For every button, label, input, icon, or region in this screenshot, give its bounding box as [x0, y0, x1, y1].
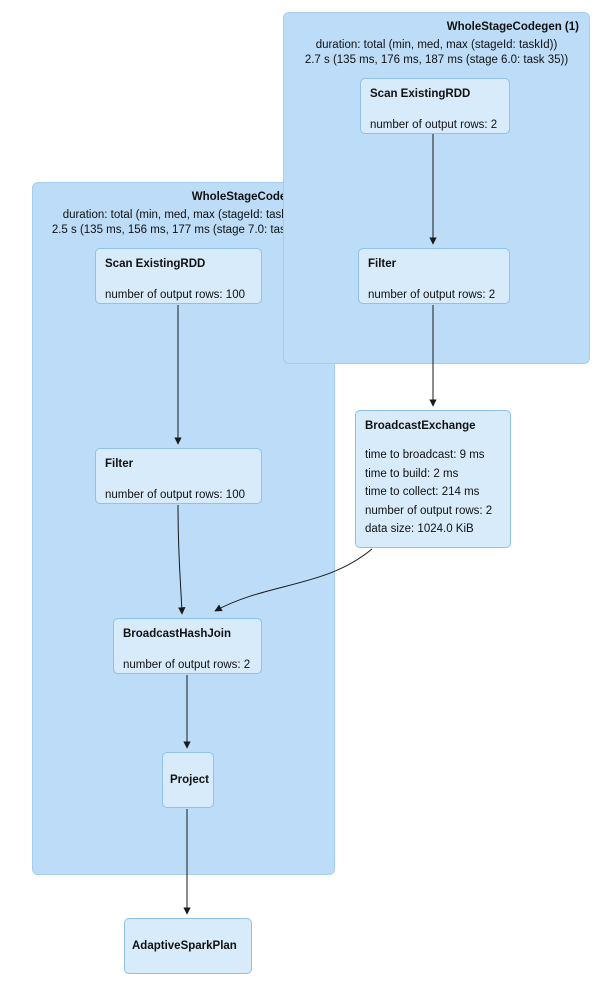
node-metric: time to broadcast: 9 ms [365, 449, 485, 461]
node-title: Filter [105, 458, 134, 470]
node-metric: number of output rows: 100 [105, 489, 245, 501]
node-metric: time to collect: 214 ms [365, 486, 480, 498]
node-adaptivesparkplan[interactable]: AdaptiveSparkPlan [124, 918, 252, 974]
node-title: Scan ExistingRDD [105, 258, 206, 270]
node-scan-existingrdd-2[interactable]: Scan ExistingRDD number of output rows: … [95, 248, 262, 304]
node-broadcastexchange[interactable]: BroadcastExchange time to broadcast: 9 m… [355, 410, 511, 548]
node-title: Project [170, 774, 209, 786]
node-project[interactable]: Project [162, 752, 214, 808]
node-scan-existingrdd-1[interactable]: Scan ExistingRDD number of output rows: … [360, 78, 510, 134]
node-metric: time to build: 2 ms [365, 467, 459, 480]
cluster-duration-line2: 2.5 s (135 ms, 156 ms, 177 ms (stage 7.0… [51, 224, 316, 236]
node-metric: number of output rows: 2 [370, 119, 498, 131]
node-title: BroadcastHashJoin [123, 628, 232, 640]
node-title: Scan ExistingRDD [370, 88, 471, 100]
node-title: Filter [368, 258, 397, 270]
node-metric: data size: 1024.0 KiB [365, 523, 474, 535]
node-metric: number of output rows: 2 [368, 289, 496, 301]
node-metric: number of output rows: 2 [123, 659, 251, 671]
node-title: AdaptiveSparkPlan [132, 940, 237, 952]
node-broadcasthashjoin[interactable]: BroadcastHashJoin number of output rows:… [113, 618, 262, 674]
cluster-title: WholeStageCodegen (1) [446, 21, 579, 33]
cluster-duration-line1: duration: total (min, med, max (stageId:… [315, 39, 558, 51]
node-metric: number of output rows: 100 [105, 289, 245, 301]
node-metric: number of output rows: 2 [365, 504, 493, 517]
cluster-wholestagecodegen-1: WholeStageCodegen (1) duration: total (m… [283, 12, 590, 364]
node-filter-2[interactable]: Filter number of output rows: 100 [95, 448, 262, 504]
cluster-duration-line2: 2.7 s (135 ms, 176 ms, 187 ms (stage 6.0… [304, 54, 569, 66]
cluster-duration-line1: duration: total (min, med, max (stageId:… [62, 209, 305, 221]
node-filter-1[interactable]: Filter number of output rows: 2 [358, 248, 510, 304]
node-title: BroadcastExchange [365, 420, 476, 432]
